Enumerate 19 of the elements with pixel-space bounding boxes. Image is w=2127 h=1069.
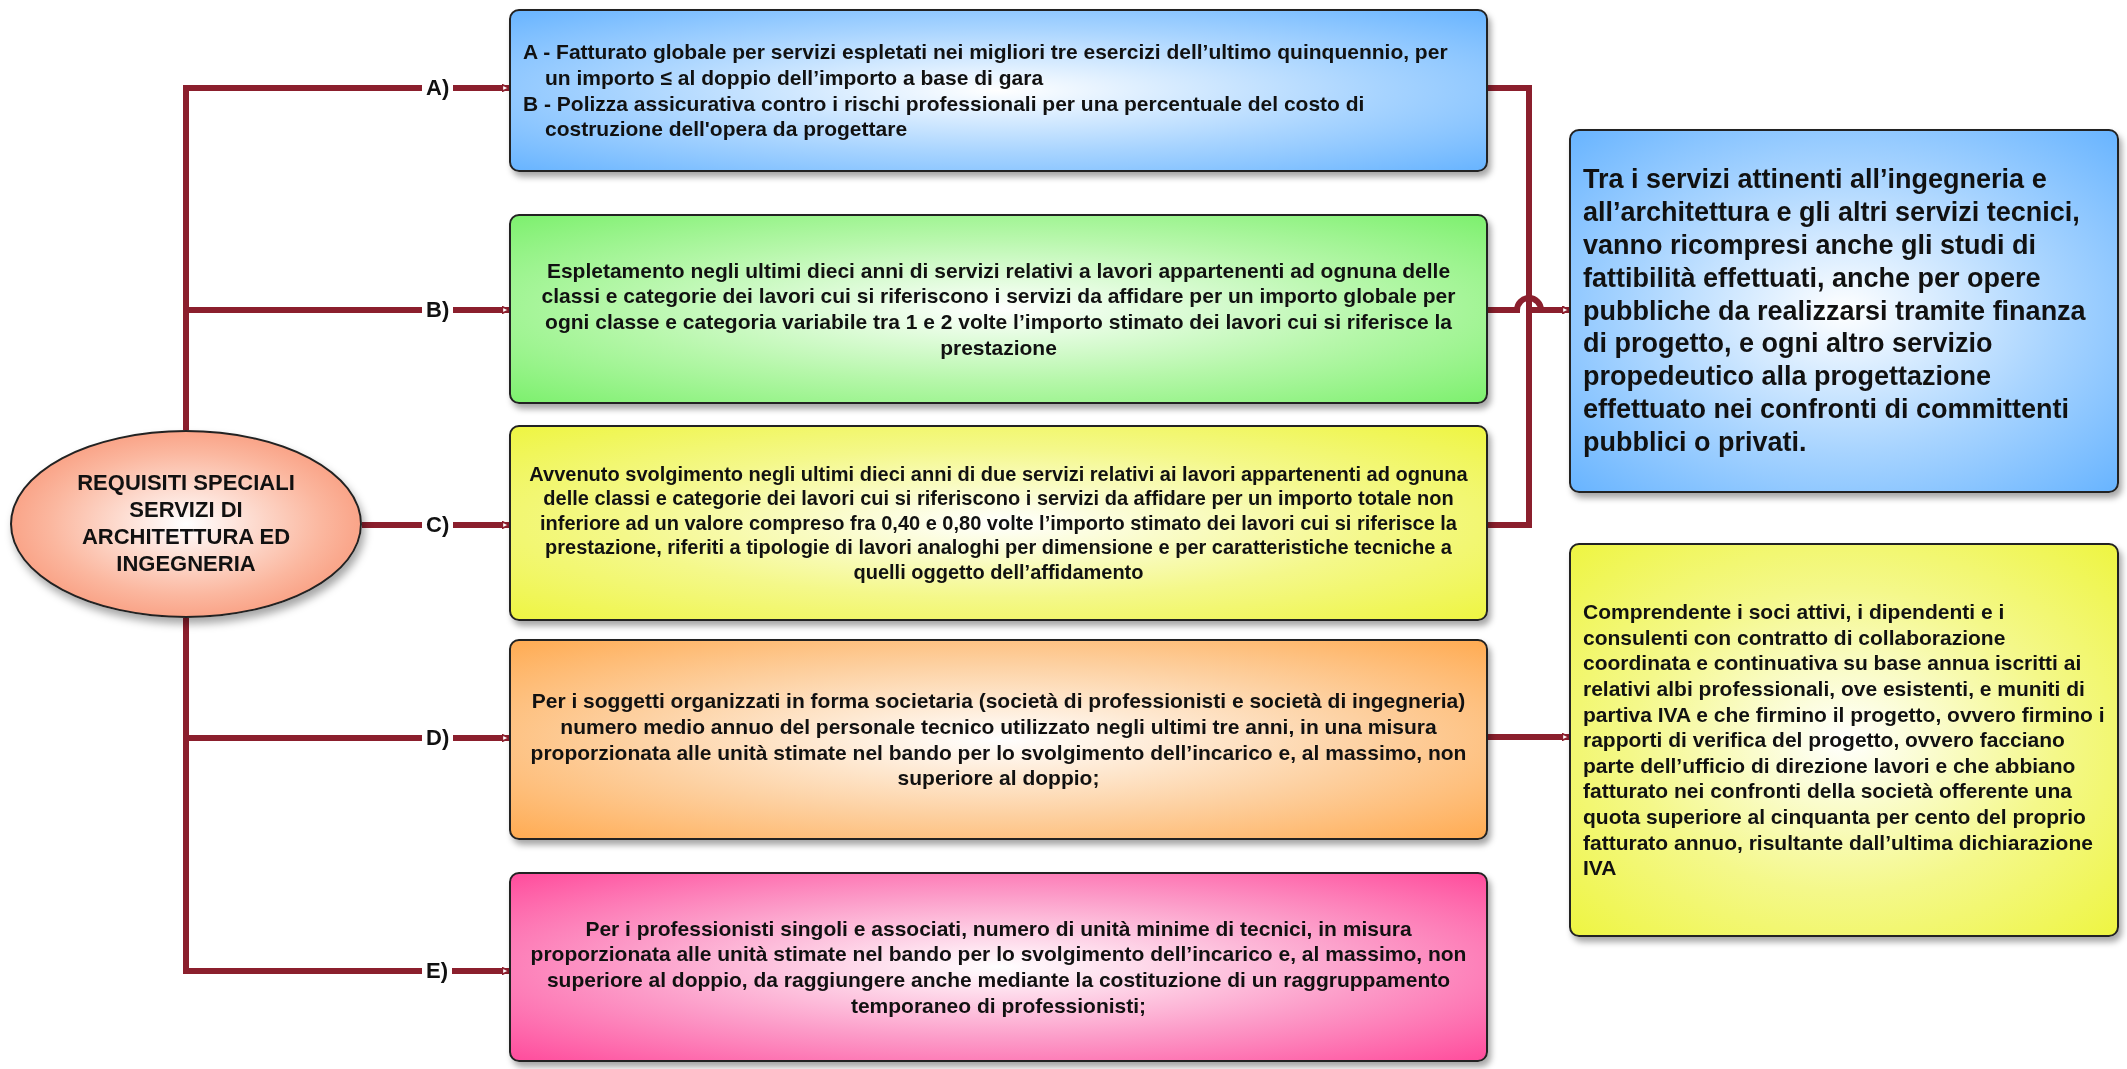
node-text: Tra i servizi attinenti all’ingegneria e all’architettura e gli altri servizi tecnici, vanno ricompresi anche gli studi di fattibilità effettuati, anche per opere pubbliche da realizzarsi tramite finanza di progetto, e ogni altro servizio propedeutico alla progettazione effettuato nei confronti di committenti pubblici o privati. (1583, 162, 2087, 460)
node-text: REQUISITI SPECIALI SERVIZI DI ARCHITETTURA ED INGEGNERIA (76, 470, 296, 578)
connector-arrow (1488, 305, 1570, 528)
requirement-box (509, 639, 1488, 840)
note-box (1569, 543, 2119, 937)
connector-arrow (1488, 732, 1570, 742)
connector-arrow (183, 305, 510, 430)
requirement-box (509, 425, 1488, 621)
node-text: Avvenuto svolgimento negli ultimi dieci anni di due servizi relativi ai lavori appartenenti ad ognuna delle classi e categorie dei lavori cui si riferiscono i servizi da affidare per un importo totale non inferiore ad un valore compreso fra 0,40 e 0,80 volte l’importo stimato dei lavori cui si riferisce la prestazione, riferiti a tipologie di lavori analoghi per dimensione e per caratteristiche tecniche a quelli oggetto dell’affidamento (528, 462, 1469, 584)
requirement-box (509, 872, 1488, 1062)
node-text: Per i professionisti singoli e associati, numero di unità minime di tecnici, in misura proporzionata alle unità stimate nel bando per lo svolgimento dell’incarico e, al massimo, non superiore al doppio, da raggiungere anche mediante la costituzione di un raggruppamento temporaneo di professionisti; (529, 915, 1468, 1019)
note-box (1569, 129, 2119, 493)
node-text: Per i soggetti organizzati in forma societaria (società di professionisti e società di ingegneria) numero medio annuo del personale tecnico utilizzato negli ultimi tre anni, in una misura proporzionata alle unità stimate nel bando per lo svolgimento dell’incarico e, al massimo, non superiore al doppio; (529, 688, 1468, 791)
node-text: B - Polizza assicurativa contro i rischi professionali per una percentuale del costo di costruzione dell'opera da progettare (523, 90, 1366, 142)
node-text: Espletamento negli ultimi dieci anni di servizi relativi a lavori appartenenti ad ognuna delle classi e categorie dei lavori cui si riferiscono i servizi da affidare per un importo globale per ogni classe e categoria variabile tra 1 e 2 volte l’importo stimato dei lavori cui si riferisce la prestazione (540, 257, 1457, 361)
node-text: A - Fatturato globale per servizi espletati nei migliori tre esercizi dell’ultimo quinquennio, per un importo ≤ al doppio dell’importo a base di gara (523, 39, 1449, 91)
node-text: Comprendente i soci attivi, i dipendenti e i consulenti con contratto di collaborazione coordinata e continuativa su base annua iscritti ai relativi albi professionali, ove esistenti, e muniti di partiva IVA e che firmino il progetto, ovvero firmino i rapporti di verifica del progetto, ovvero facciano parte dell’ufficio di direzione lavori e che abbiano fatturato nei confronti della società offerente una quota superiore al cinquanta per cento del proprio fatturato annuo, risultante dall’ultima dichiarazione IVA (1583, 599, 2105, 881)
requirement-box (509, 9, 1488, 172)
requirement-box (509, 214, 1488, 404)
